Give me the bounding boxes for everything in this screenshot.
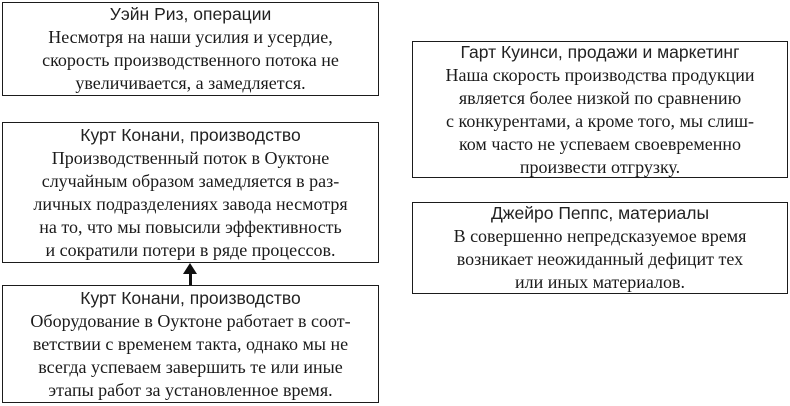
quote-text-wayne-reese: Несмотря на наши усилия и усердие, скоро… bbox=[42, 27, 339, 93]
quote-box-kurt-conani-flow: Курт Конани, производство Производственн… bbox=[2, 122, 379, 263]
quote-text-gart-quincy: Наша скорость производства продукции явл… bbox=[445, 64, 755, 177]
quote-text-kurt-conani-takt: Оборудование в Оуктоне работает в соот- … bbox=[30, 310, 351, 400]
quote-author-kurt-conani-flow: Курт Конани, производство bbox=[80, 124, 301, 145]
quote-box-kurt-conani-takt: Курт Конани, производство Оборудование в… bbox=[2, 285, 379, 403]
quote-text-jayro-pepps: В совершенно непредсказуемое время возни… bbox=[453, 226, 747, 292]
quote-author-wayne-reese: Уэйн Риз, операции bbox=[109, 4, 272, 24]
up-arrow-tail bbox=[188, 272, 192, 285]
quote-text-kurt-conani-flow: Производственный поток в Оуктоне случайн… bbox=[33, 147, 348, 260]
quote-author-gart-quincy: Гарт Куинси, продажи и маркетинг bbox=[460, 41, 740, 62]
up-arrow-icon bbox=[183, 263, 197, 274]
quote-box-jayro-pepps: Джейро Пеппс, материалы В совершенно неп… bbox=[412, 202, 788, 294]
quote-box-gart-quincy: Гарт Куинси, продажи и маркетинг Наша ск… bbox=[412, 41, 788, 178]
quote-author-kurt-conani-takt: Курт Конани, производство bbox=[80, 287, 301, 308]
quote-author-jayro-pepps: Джейро Пеппс, материалы bbox=[490, 203, 710, 223]
quote-box-wayne-reese: Уэйн Риз, операции Несмотря на наши усил… bbox=[2, 2, 379, 96]
